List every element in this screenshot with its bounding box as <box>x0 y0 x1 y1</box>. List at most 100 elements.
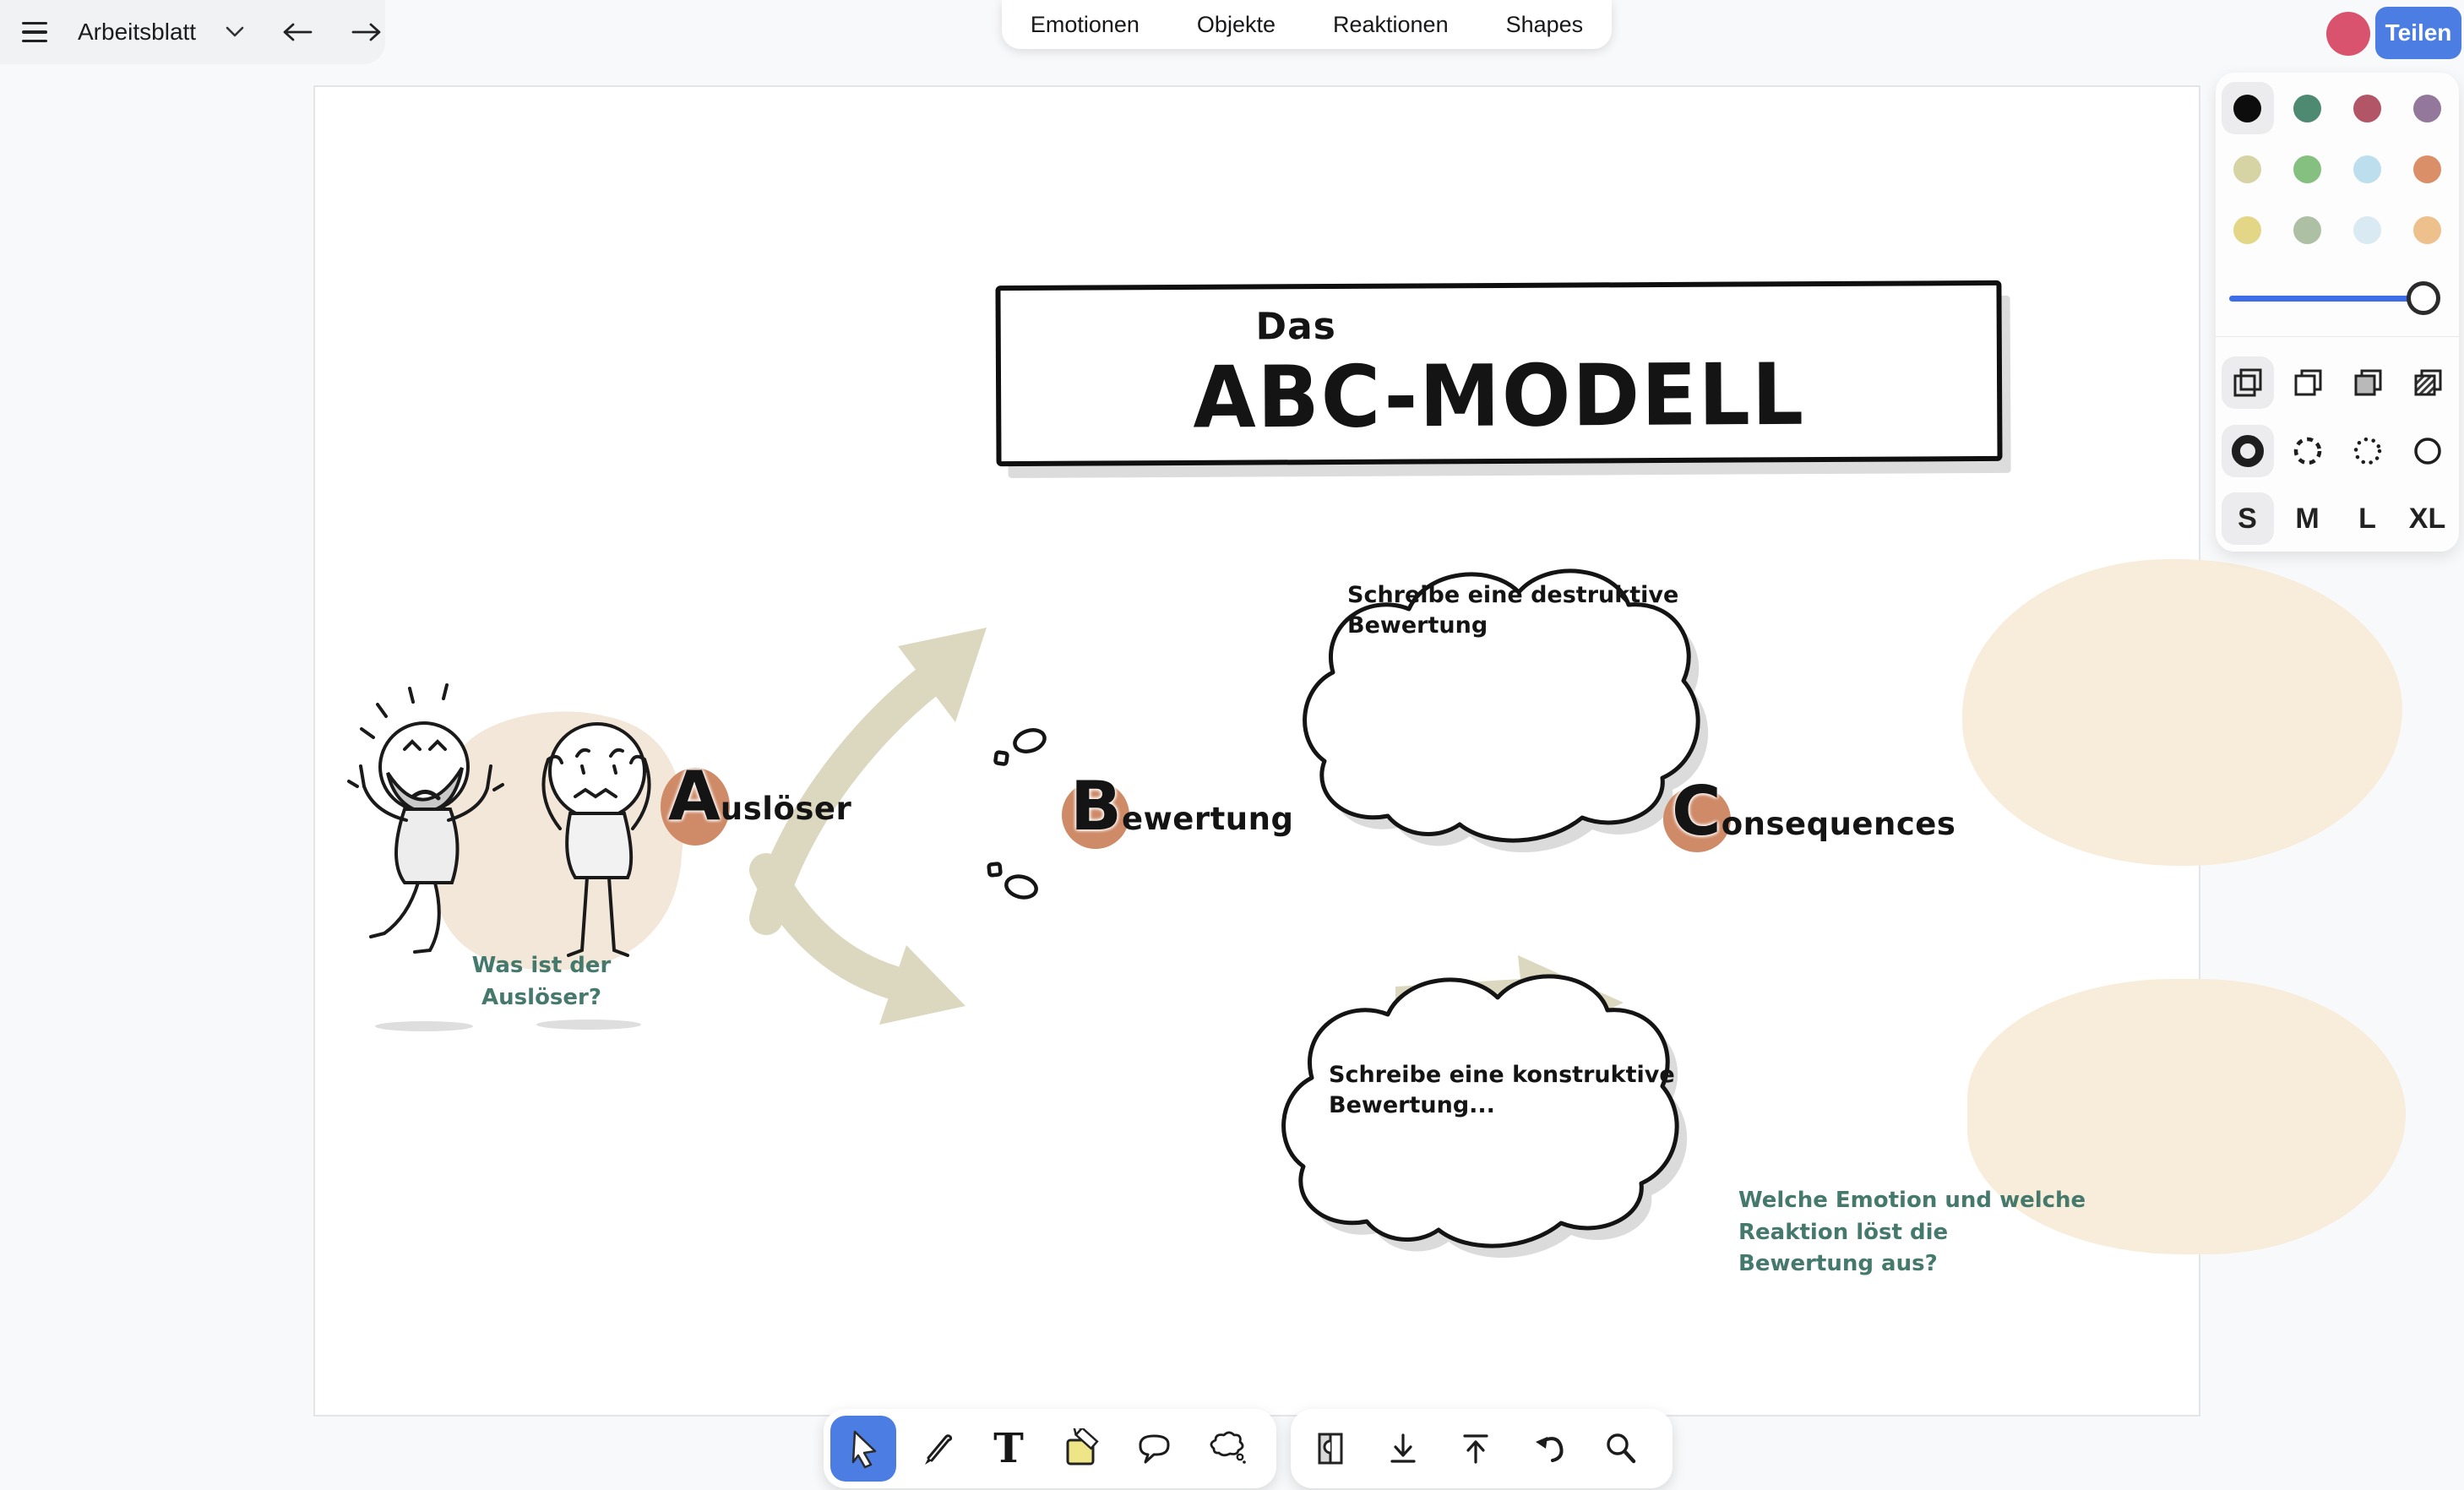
frame-button[interactable] <box>1297 1416 1363 1482</box>
color-swatch-green[interactable] <box>2282 143 2334 195</box>
sticky-note-tool-button[interactable] <box>1048 1416 1114 1482</box>
color-swatch-sage[interactable] <box>2282 204 2334 256</box>
speech-bubble-icon <box>1139 1434 1170 1464</box>
style-panel: S M L XL <box>2216 73 2459 552</box>
stroke-style-dashed[interactable] <box>2282 425 2334 477</box>
question-right-line1: Welche Emotion und welche <box>1738 1188 2086 1213</box>
fill-style-white-shadow[interactable] <box>2282 356 2334 409</box>
download-icon <box>1390 1433 1416 1463</box>
color-swatch-peach[interactable] <box>2401 204 2454 256</box>
size-option-xl[interactable]: XL <box>2408 502 2446 535</box>
download-button[interactable] <box>1370 1416 1436 1482</box>
question-left-text[interactable]: Was ist der Auslöser? <box>471 953 612 1010</box>
color-swatch-black[interactable] <box>2221 82 2274 134</box>
color-swatch-rose[interactable] <box>2342 82 2394 134</box>
question-right-text[interactable]: Welche Emotion und welche Reaktion löst … <box>1738 1185 2086 1281</box>
color-swatch-pale-blue[interactable] <box>2342 204 2394 256</box>
size-option-s[interactable]: S <box>2221 492 2274 545</box>
cursor-icon <box>851 1430 877 1469</box>
thought-trail-bottom <box>987 862 1038 900</box>
size-option-m[interactable]: M <box>2295 502 2320 535</box>
thought-bubble-icon <box>1210 1431 1246 1464</box>
stroke-style-thin[interactable] <box>2401 425 2454 477</box>
tab-shapes[interactable]: Shapes <box>1505 11 1584 37</box>
undo-button[interactable] <box>1515 1416 1581 1482</box>
stroke-style-row <box>2217 420 2457 482</box>
curved-arrow-down[interactable] <box>749 853 915 1001</box>
panel-divider <box>2216 336 2459 337</box>
whiteboard-canvas[interactable]: Das ABC-MODELL <box>313 85 2406 1417</box>
thought-cloud-bottom[interactable] <box>1265 951 1688 1264</box>
thought-bubble-tool-button[interactable] <box>1194 1416 1259 1482</box>
color-swatch-olive[interactable] <box>2222 143 2274 195</box>
document-title[interactable]: Arbeitsblatt <box>78 19 197 45</box>
undo-icon <box>1536 1437 1564 1462</box>
pencil-icon <box>925 1434 953 1465</box>
slider-track[interactable] <box>2229 296 2422 302</box>
stroke-dashed-icon <box>2293 437 2321 465</box>
text-tool-button[interactable]: T <box>976 1416 1042 1482</box>
stroke-style-dotted[interactable] <box>2342 425 2394 477</box>
actions-toolbar <box>1291 1409 1673 1488</box>
color-swatch-purple[interactable] <box>2401 82 2454 134</box>
tab-reaktionen[interactable]: Reaktionen <box>1332 11 1449 37</box>
chevron-down-icon[interactable] <box>225 25 245 39</box>
thought-cloud-top[interactable] <box>1286 546 1709 858</box>
fill-style-outline-overlap[interactable] <box>2221 356 2274 409</box>
result-blob-bottom[interactable] <box>1967 979 2406 1254</box>
terracotta-ellipse-b <box>1062 781 1129 849</box>
stroke-thin-icon <box>2413 438 2441 465</box>
zoom-button[interactable] <box>1588 1416 1654 1482</box>
color-swatch-grid <box>2217 78 2457 260</box>
color-swatch-salmon[interactable] <box>2401 143 2454 195</box>
text-icon: T <box>993 1425 1024 1472</box>
fill-outline-overlap-icon <box>2233 368 2261 397</box>
menu-icon[interactable] <box>22 21 47 43</box>
select-tool-button[interactable] <box>830 1416 896 1482</box>
label-c-initial: C <box>1672 772 1722 851</box>
size-row: S M L XL <box>2217 487 2457 550</box>
label-a-initial: A <box>668 757 721 835</box>
cloud-top-text[interactable]: Schreibe eine destruktive Bewertung <box>1347 582 1679 639</box>
label-c-rest: onsequences <box>1721 806 1956 842</box>
label-a-rest: uslöser <box>720 791 852 827</box>
question-right-line3: Bewertung aus? <box>1738 1251 1938 1277</box>
color-swatch-teal[interactable] <box>2282 82 2334 134</box>
tab-objekte[interactable]: Objekte <box>1196 11 1276 37</box>
cloud-outline <box>1303 568 1700 843</box>
color-swatch-yellow[interactable] <box>2222 204 2274 256</box>
stroke-style-bold[interactable] <box>2221 425 2274 477</box>
avatar[interactable] <box>2326 12 2370 56</box>
question-right-line2: Reaktion löst die <box>1738 1219 1949 1245</box>
slider-thumb[interactable] <box>2407 281 2440 315</box>
size-option-l[interactable]: L <box>2358 502 2376 535</box>
terracotta-ellipse-c <box>1663 786 1731 852</box>
upload-button[interactable] <box>1443 1416 1509 1482</box>
back-arrow-icon[interactable] <box>280 21 314 43</box>
tab-emotionen[interactable]: Emotionen <box>1030 11 1140 37</box>
stroke-dotted-icon <box>2353 437 2381 465</box>
stroke-width-slider[interactable] <box>2216 280 2459 316</box>
curved-arrow-up-head <box>898 628 987 722</box>
forward-arrow-icon[interactable] <box>350 21 383 43</box>
cloud-bottom-text[interactable]: Schreibe eine konstruktive Bewertung... <box>1329 1062 1675 1119</box>
fill-style-hatched[interactable] <box>2401 356 2454 409</box>
result-blob-top[interactable] <box>1962 559 2402 866</box>
distressed-figure <box>541 722 651 957</box>
label-b-rest: ewertung <box>1121 801 1294 837</box>
share-button[interactable]: Teilen <box>2375 7 2461 59</box>
fill-style-solid[interactable] <box>2342 356 2394 409</box>
draw-tool-button[interactable] <box>903 1416 969 1482</box>
fill-style-row <box>2217 351 2457 414</box>
fill-solid-icon <box>2354 369 2381 396</box>
stick-figures-illustration[interactable] <box>335 678 699 1033</box>
speech-bubble-tool-button[interactable] <box>1121 1416 1187 1482</box>
color-swatch-light-blue[interactable] <box>2342 143 2394 195</box>
fill-white-shadow-icon <box>2294 369 2321 396</box>
thought-trail-top <box>993 728 1047 766</box>
frame-icon <box>1318 1433 1343 1465</box>
